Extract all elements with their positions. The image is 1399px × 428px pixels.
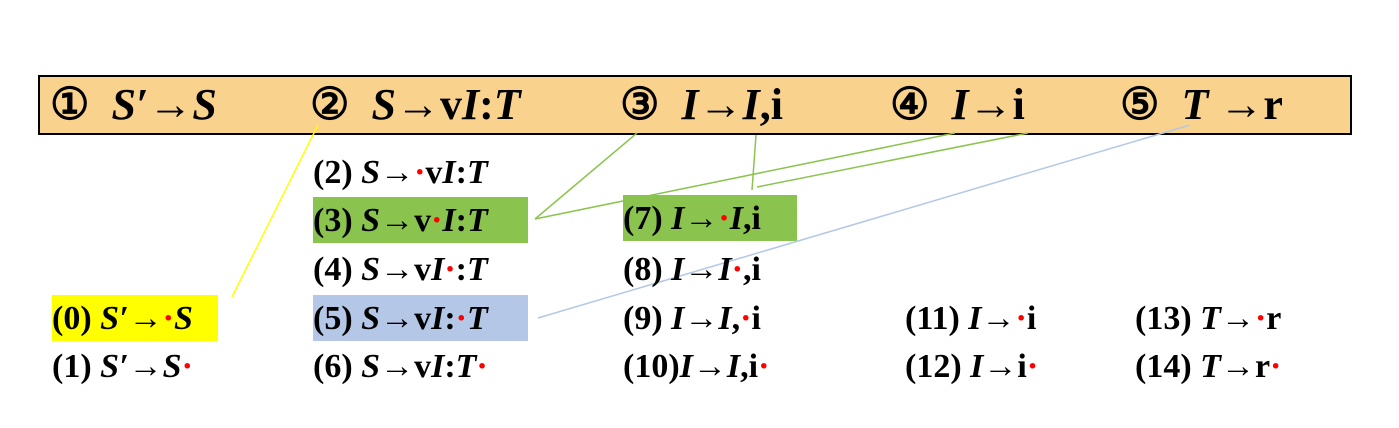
item-13: (13) T→·r [1135, 300, 1282, 337]
item-10: (10)I→I,i· [623, 348, 770, 385]
item-dot: · [455, 300, 467, 337]
line-prod4-item3 [534, 132, 956, 220]
item-dot: · [1015, 300, 1027, 337]
highlight-item-3 [313, 197, 528, 243]
item-4: (4) S→vI·:T [313, 251, 488, 288]
line-prod5-item5 [537, 124, 1191, 319]
production-number: ⑤ [1120, 80, 1160, 129]
production-number: ④ [890, 80, 930, 129]
line-prod4-item7 [756, 132, 1029, 188]
production-1: ① S′→S [50, 80, 217, 129]
item-0: (0) S′→·S [52, 300, 193, 337]
line-prod3-item3 [534, 132, 638, 220]
production-number: ② [310, 80, 350, 129]
highlight-item-7 [623, 195, 797, 241]
item-14: (14) T→r· [1135, 348, 1282, 385]
item-6: (6) S→vI:T· [313, 348, 488, 385]
item-dot: · [1026, 348, 1039, 385]
item-12: (12) I→i· [905, 348, 1039, 385]
item-dot: · [1270, 348, 1282, 385]
item-1: (1) S′→S· [52, 348, 193, 385]
item-8: (8) I→I·,i [623, 251, 761, 288]
productions-bar [38, 75, 1352, 135]
item-dot: · [431, 202, 443, 239]
production-number: ① [50, 80, 90, 129]
item-7: (7) I→·I,i [623, 200, 761, 237]
item-dot: · [476, 348, 488, 385]
item-dot: · [162, 300, 174, 337]
item-dot: · [731, 251, 743, 288]
production-number: ③ [620, 80, 660, 129]
item-9: (9) I→I,·i [623, 300, 761, 337]
production-5: ⑤ T →r [1120, 80, 1283, 129]
item-11: (11) I→·i [905, 300, 1037, 337]
line-prod3-item7 [751, 134, 757, 191]
highlight-item-0 [52, 295, 218, 341]
item-5: (5) S→vI:·T [313, 300, 488, 337]
item-dot: · [740, 300, 752, 337]
item-dot: · [181, 348, 193, 385]
production-4: ④ I→i [890, 80, 1025, 129]
item-dot: · [444, 251, 456, 288]
item-dot: · [1254, 300, 1267, 337]
line-prod1-item0 [231, 124, 319, 298]
item-3: (3) S→v·I:T [313, 202, 488, 239]
production-3: ③ I→I,i [620, 80, 783, 129]
highlight-item-5 [313, 295, 528, 341]
item-dot: · [758, 348, 770, 385]
item-2: (2) S→·vI:T [313, 154, 488, 191]
item-dot: · [718, 200, 730, 237]
item-dot: · [414, 154, 426, 191]
production-2: ② S→vI:T [310, 80, 521, 129]
